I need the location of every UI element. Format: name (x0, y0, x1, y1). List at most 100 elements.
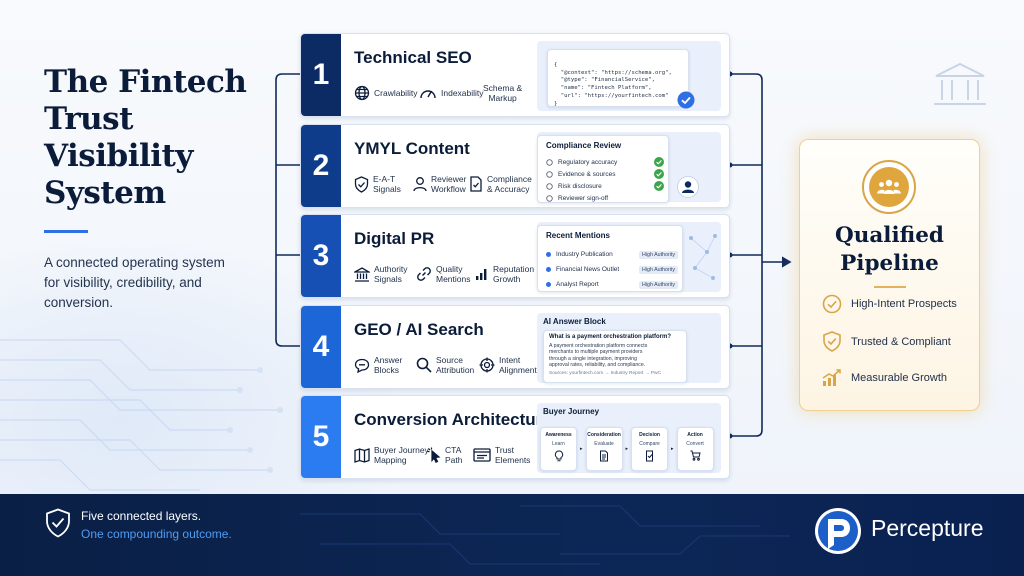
compliance-review-panel: Compliance Review Regulatory accuracy Ev… (537, 132, 721, 203)
layer-card-technical-seo[interactable]: 1 Technical SEO Crawlability Indexabilit… (300, 33, 730, 117)
bullet-icon (546, 282, 551, 287)
pipeline-item: Trusted & Compliant (822, 331, 951, 352)
layer-number: 4 (301, 306, 341, 388)
percepture-logo-icon (815, 508, 861, 554)
search-icon (416, 357, 432, 373)
pipeline-item: Measurable Growth (822, 369, 947, 387)
journey-stage: Consideration Evaluate (585, 427, 623, 471)
target-icon (479, 357, 495, 373)
checklist-item: Reviewer sign-off (546, 192, 664, 204)
layer-title: YMYL Content (354, 139, 470, 158)
group-icon (877, 179, 901, 194)
network-nodes-decoration (689, 234, 717, 280)
reviewer-avatar-icon (677, 176, 699, 198)
journey-stage: Action Convert (676, 427, 714, 471)
ai-sources: Sources: yourfintech.com → Industry Repo… (549, 370, 661, 376)
pipeline-divider (874, 286, 906, 288)
radio-icon (546, 170, 553, 178)
cursor-icon (427, 447, 441, 463)
checklist-item: Regulatory accuracy (546, 156, 664, 168)
authority-badge: High Authority (639, 250, 678, 259)
ai-question: What is a payment orchestration platform… (549, 334, 672, 340)
journey-stage: Awareness Learn (540, 427, 577, 471)
layer-number: 1 (301, 34, 341, 116)
arrow-icon: ▸ (580, 446, 583, 452)
radio-icon (546, 182, 553, 190)
link-icon (417, 267, 431, 281)
layer-title: Technical SEO (354, 48, 472, 67)
window-icon (473, 448, 491, 462)
globe-icon (354, 85, 370, 101)
layer-title: GEO / AI Search (354, 320, 484, 339)
bar-chart-icon (476, 269, 487, 280)
footer-circuit-decoration (300, 505, 790, 565)
check-icon (654, 157, 664, 167)
buyer-journey-panel: Buyer Journey Awareness Learn ▸ Consider… (537, 403, 721, 473)
document-icon (600, 450, 609, 462)
layer-title: Conversion Architecture (354, 410, 552, 429)
authority-badge: High Authority (639, 280, 678, 289)
bullet-icon (546, 252, 551, 257)
connector-lines (275, 71, 792, 439)
main-title: The Fintech Trust Visibility System (44, 64, 247, 211)
authority-badge: High Authority (639, 265, 678, 274)
check-icon (654, 169, 664, 179)
bulb-icon (554, 450, 563, 462)
intro-section: The Fintech Trust Visibility System A co… (44, 64, 284, 313)
code-block: { "@context": "https://schema.org", "@ty… (547, 49, 689, 107)
feature-compliance-accuracy: Compliance& Accuracy (469, 167, 532, 201)
pipeline-title: Qualified Pipeline (835, 223, 944, 276)
radio-icon (546, 194, 553, 202)
growth-chart-icon (822, 369, 841, 386)
bullet-icon (546, 267, 551, 272)
footer-bar: Five connected layers. One compounding o… (0, 494, 1024, 576)
check-circle-icon (822, 294, 842, 314)
layer-number: 5 (301, 396, 341, 478)
brand-name: Percepture (871, 515, 984, 541)
radio-icon (546, 158, 553, 166)
intro-description: A connected operating system for visibil… (44, 255, 225, 310)
feature-crawlability: Crawlability (354, 76, 417, 110)
qualified-pipeline-card: Qualified Pipeline High-Intent Prospects… (799, 139, 980, 411)
journey-stages: Awareness Learn ▸ Consideration Evaluate… (540, 427, 720, 471)
cart-icon (690, 450, 701, 461)
compliance-checklist: Compliance Review Regulatory accuracy Ev… (537, 135, 669, 203)
journey-stage: Decision Compare (631, 427, 669, 471)
check-icon (654, 181, 664, 191)
person-icon (413, 177, 427, 192)
pipeline-item: High-Intent Prospects (822, 294, 957, 314)
feature-indexability: Indexability (419, 76, 484, 110)
arrow-icon: ▸ (625, 446, 629, 452)
gauge-icon (420, 90, 436, 99)
footer-line-1: Five connected layers. (81, 509, 202, 523)
feature-schema-markup: Schema &Markup (483, 83, 523, 103)
footer-line-2: One compounding outcome. (81, 527, 232, 541)
shield-check-icon (46, 508, 70, 538)
ai-answer-text: A payment orchestration platform connect… (549, 343, 648, 369)
chat-icon (354, 358, 370, 373)
verified-check-icon (677, 91, 695, 109)
bank-icon (354, 266, 370, 282)
schema-code-panel: { "@context": "https://schema.org", "@ty… (537, 41, 721, 111)
layer-title: Digital PR (354, 229, 435, 248)
checklist-item: Risk disclosure (546, 180, 664, 192)
circuit-decoration (0, 339, 283, 491)
